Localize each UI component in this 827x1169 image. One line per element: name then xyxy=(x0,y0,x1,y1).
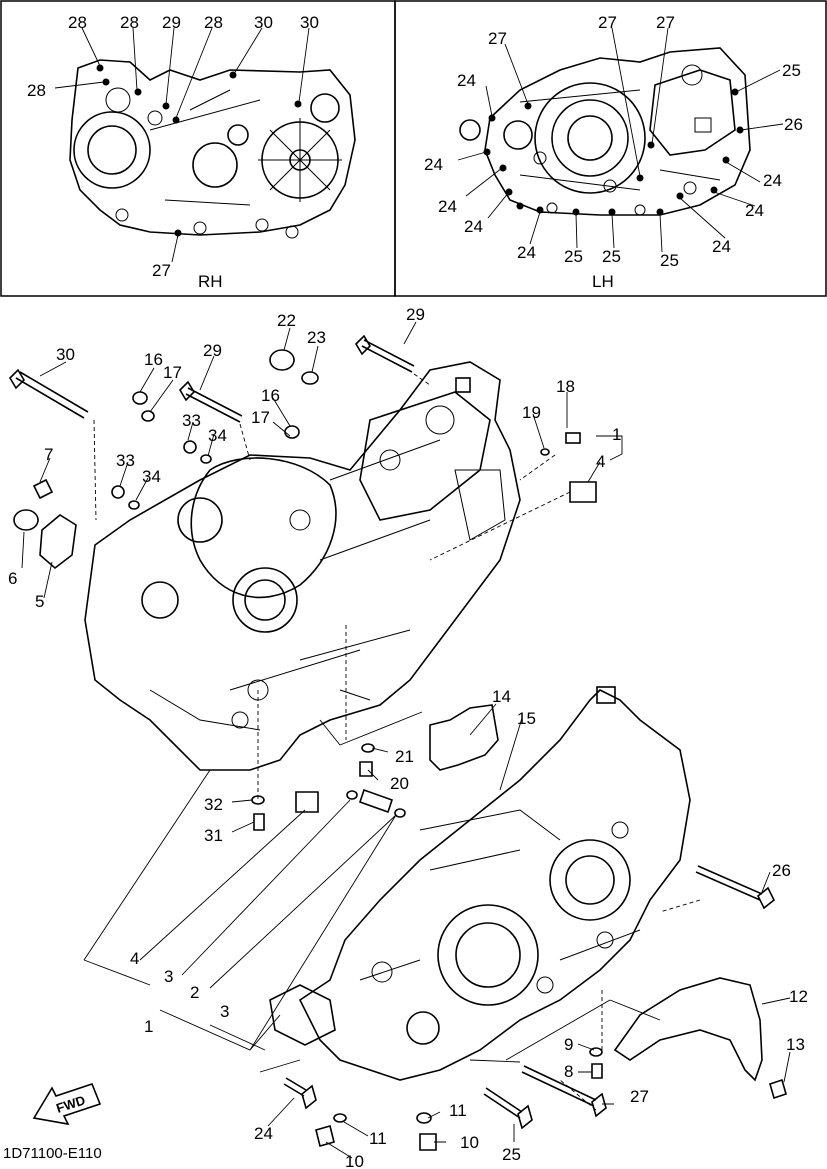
callout-22: 22 xyxy=(277,311,296,330)
callout-rh-30b: 30 xyxy=(300,13,319,32)
cover-plate-12 xyxy=(613,977,763,1082)
plate-14 xyxy=(429,704,499,771)
callout-rh-28c: 28 xyxy=(204,13,223,32)
rh-callout-labels: 28 28 29 28 30 30 28 27 xyxy=(27,13,319,280)
main-leader-lines xyxy=(21,321,791,1159)
rh-leader-lines xyxy=(54,27,310,263)
callout-lh-24a: 24 xyxy=(457,71,476,90)
callout-1b: 1 xyxy=(144,1017,153,1036)
callout-32: 32 xyxy=(204,795,223,814)
callout-6: 6 xyxy=(8,569,17,588)
callout-lh-24h: 24 xyxy=(712,237,731,256)
callout-lh-24f: 24 xyxy=(763,171,782,190)
callout-33a: 33 xyxy=(182,411,201,430)
callout-21: 21 xyxy=(395,747,414,766)
callout-8: 8 xyxy=(564,1062,573,1081)
callout-1a: 1 xyxy=(612,425,621,444)
callout-31: 31 xyxy=(204,826,223,845)
callout-lh-25c: 25 xyxy=(602,247,621,266)
callout-12: 12 xyxy=(789,987,808,1006)
callout-4b: 4 xyxy=(130,949,139,968)
callout-20: 20 xyxy=(390,774,409,793)
callout-rh-28d: 28 xyxy=(27,81,46,100)
fwd-arrow-icon xyxy=(32,1083,102,1126)
callout-rh-28a: 28 xyxy=(68,13,87,32)
callout-bracket-lines xyxy=(83,711,661,1073)
rh-caption: RH xyxy=(198,272,223,291)
callout-lh-24g: 24 xyxy=(745,201,764,220)
callout-30: 30 xyxy=(56,345,75,364)
small-parts xyxy=(13,349,787,1151)
callout-10b: 10 xyxy=(345,1152,364,1169)
callout-11a: 11 xyxy=(449,1101,467,1120)
callout-34a: 34 xyxy=(208,426,227,445)
callout-rh-29: 29 xyxy=(162,13,181,32)
callout-23: 23 xyxy=(307,328,326,347)
callout-lh-27c: 27 xyxy=(656,13,675,32)
callout-10a: 10 xyxy=(460,1133,479,1152)
callout-rh-27: 27 xyxy=(152,261,171,280)
callout-5: 5 xyxy=(35,592,44,611)
callout-9: 9 xyxy=(564,1035,573,1054)
callout-3b: 3 xyxy=(220,1002,229,1021)
callout-13: 13 xyxy=(786,1035,805,1054)
callout-14: 14 xyxy=(492,687,511,706)
callout-26: 26 xyxy=(772,861,791,880)
callout-lh-26: 26 xyxy=(784,115,803,134)
rh-bolt-dots xyxy=(96,64,302,237)
callout-11b: 11 xyxy=(369,1129,387,1148)
callout-lh-24b: 24 xyxy=(424,155,443,174)
callout-lh-25a: 25 xyxy=(782,61,801,80)
callout-lh-25d: 25 xyxy=(660,251,679,270)
fwd-label: FWD xyxy=(54,1092,87,1115)
callout-lh-27a: 27 xyxy=(488,29,507,48)
alignment-lines xyxy=(93,373,701,1111)
callout-lh-24e: 24 xyxy=(517,243,536,262)
callout-24: 24 xyxy=(254,1124,273,1143)
lh-inset-frame xyxy=(394,0,827,297)
callout-4a: 4 xyxy=(596,452,605,471)
callout-16a: 16 xyxy=(144,350,163,369)
callout-34b: 34 xyxy=(142,467,161,486)
rh-crankcase-drawing xyxy=(69,59,356,239)
callout-lh-24d: 24 xyxy=(464,217,483,236)
callout-15: 15 xyxy=(517,709,536,728)
callout-rh-30a: 30 xyxy=(254,13,273,32)
long-bolts xyxy=(8,334,776,1130)
left-crankcase-half xyxy=(269,686,691,1081)
lh-callout-labels: 27 27 27 25 26 24 24 24 24 24 24 24 24 2… xyxy=(424,13,803,270)
callout-29a: 29 xyxy=(203,341,222,360)
callout-19: 19 xyxy=(522,403,541,422)
drawing-code: 1D71100-E110 xyxy=(3,1145,102,1162)
callout-lh-24c: 24 xyxy=(438,197,457,216)
lh-leader-lines xyxy=(457,27,784,253)
callout-29b: 29 xyxy=(406,305,425,324)
callout-25: 25 xyxy=(502,1145,521,1164)
callout-27: 27 xyxy=(630,1087,649,1106)
callout-17b: 17 xyxy=(251,408,270,427)
callout-rh-28b: 28 xyxy=(120,13,139,32)
callout-lh-25b: 25 xyxy=(564,247,583,266)
right-crankcase-half xyxy=(84,361,521,771)
callout-33b: 33 xyxy=(116,451,135,470)
callout-18: 18 xyxy=(556,377,575,396)
lh-crankcase-drawing xyxy=(459,47,751,216)
callout-7: 7 xyxy=(44,445,53,464)
callout-lh-27b: 27 xyxy=(598,13,617,32)
callout-2: 2 xyxy=(190,983,199,1002)
callout-17a: 17 xyxy=(163,363,182,382)
main-callout-labels: 30 16 17 29 22 23 29 18 19 1 4 33 34 16 … xyxy=(8,305,808,1169)
lh-caption: LH xyxy=(592,272,614,291)
callout-3a: 3 xyxy=(164,967,173,986)
callout-16b: 16 xyxy=(261,386,280,405)
